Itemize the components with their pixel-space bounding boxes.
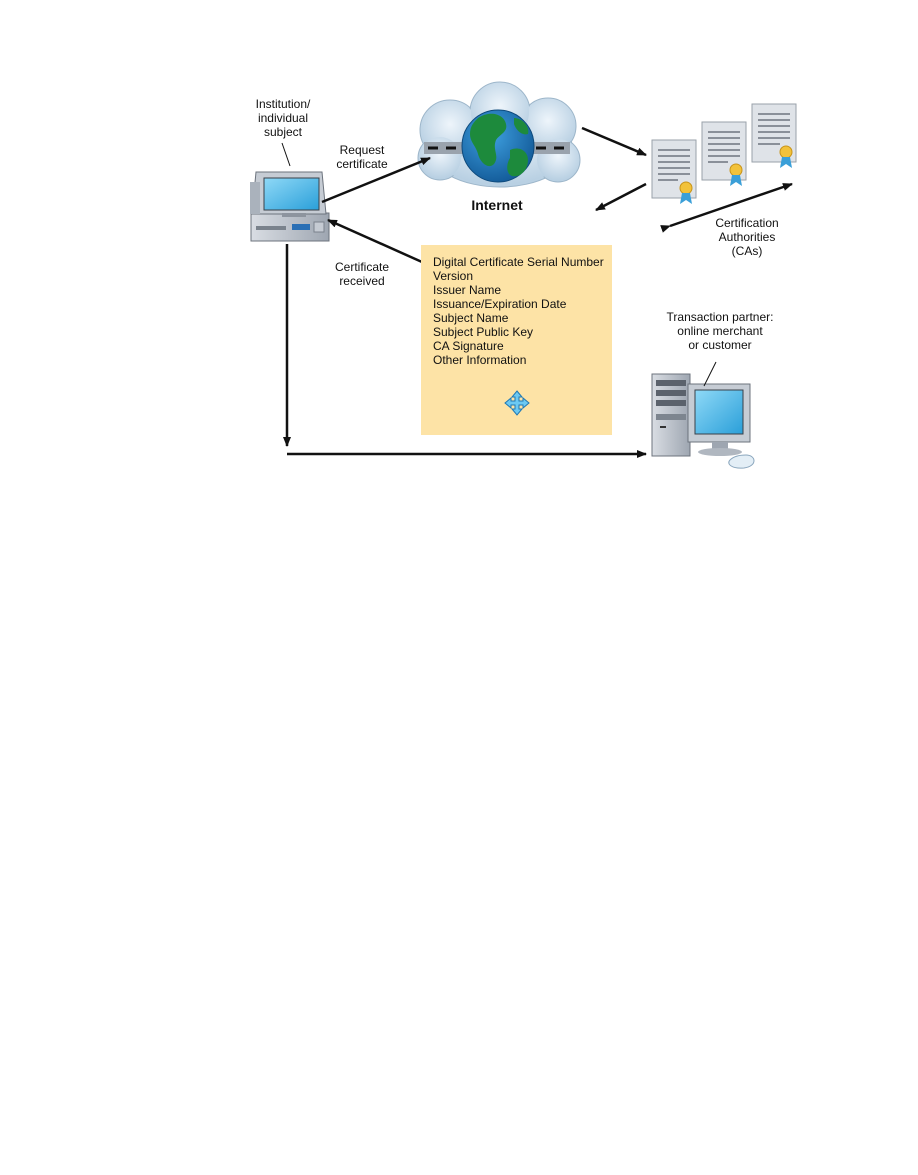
cert-field-subject-public-key: Subject Public Key bbox=[433, 325, 534, 339]
institution-label: Institution/ individual subject bbox=[255, 97, 311, 139]
request-certificate-label: Request certificate bbox=[336, 143, 388, 171]
internet-label: Internet bbox=[471, 197, 523, 213]
transaction-partner-label: Transaction partner: online merchant or … bbox=[666, 310, 774, 352]
cert-field-version: Version bbox=[433, 269, 474, 283]
move-arrows-icon bbox=[504, 390, 530, 416]
ca-to-internet-arrow bbox=[595, 182, 647, 212]
desktop-computer-icon bbox=[250, 171, 330, 242]
certificate-contents-box: Digital Certificate Serial Number Versio… bbox=[421, 245, 612, 435]
ca-double-arrow bbox=[660, 182, 793, 233]
cert-field-issuer-name: Issuer Name bbox=[433, 283, 502, 297]
cert-field-other-information: Other Information bbox=[433, 353, 527, 367]
cert-field-serial-number: Digital Certificate Serial Number bbox=[433, 255, 604, 269]
institution-pointer bbox=[281, 142, 291, 167]
internet-cloud-globe-icon bbox=[417, 81, 581, 188]
internet-to-ca-arrow bbox=[581, 126, 647, 157]
request-arrow bbox=[321, 156, 431, 204]
cert-field-ca-signature: CA Signature bbox=[433, 339, 504, 353]
arrows bbox=[281, 126, 793, 458]
certificate-received-label: Certificate received bbox=[334, 260, 390, 288]
certificate-received-arrow bbox=[327, 218, 423, 264]
cert-field-issuance-expiration: Issuance/Expiration Date bbox=[433, 297, 567, 311]
certification-authorities-label: Certification Authorities (CAs) bbox=[715, 216, 779, 258]
partner-pointer bbox=[703, 361, 717, 387]
cert-field-subject-name: Subject Name bbox=[433, 311, 509, 325]
tower-computer-icon bbox=[651, 373, 755, 469]
